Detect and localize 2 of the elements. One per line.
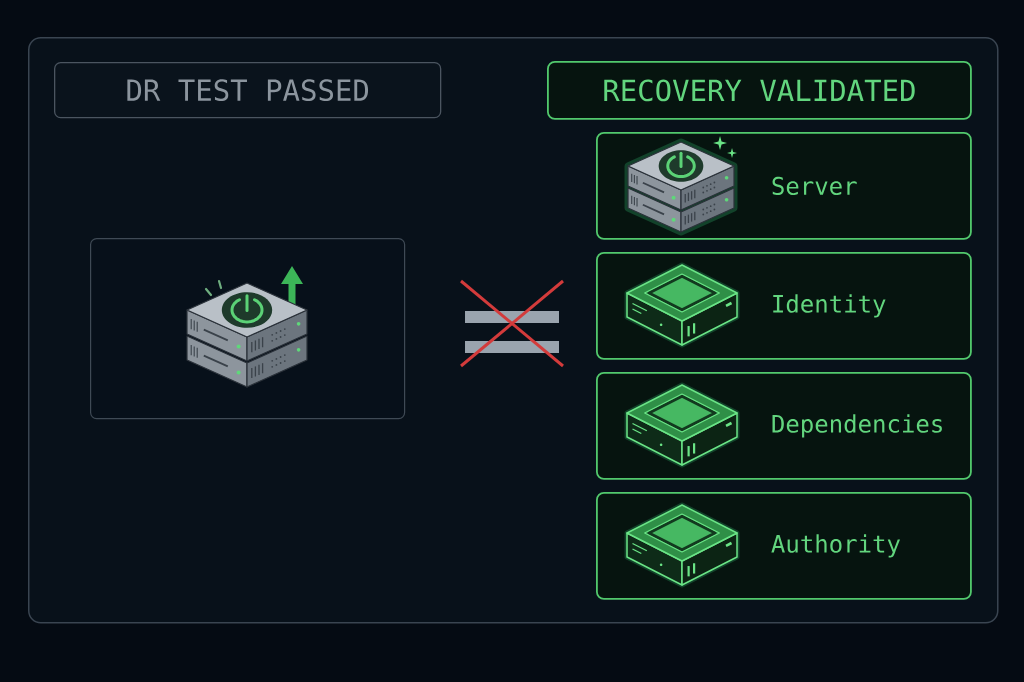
heading-box: DR TEST PASSED <box>54 62 442 119</box>
heading-box: RECOVERY VALIDATED <box>547 61 972 120</box>
